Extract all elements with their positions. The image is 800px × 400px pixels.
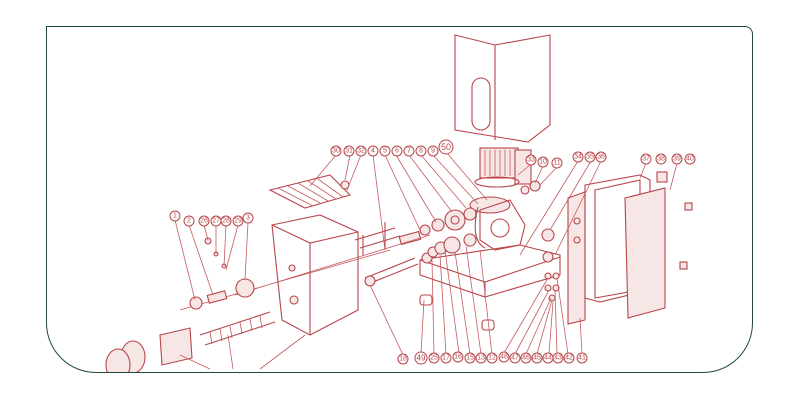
gearbox xyxy=(469,196,526,251)
part-label: 11 xyxy=(551,157,563,169)
part-label: 5 xyxy=(379,145,391,157)
svg-text:38: 38 xyxy=(657,156,665,163)
front-hopper xyxy=(271,214,359,336)
svg-text:42: 42 xyxy=(565,355,573,362)
part-label: 17 xyxy=(440,352,452,364)
part-label: 41 xyxy=(576,352,588,364)
svg-text:32: 32 xyxy=(357,148,365,155)
svg-text:44: 44 xyxy=(544,355,552,362)
svg-text:41: 41 xyxy=(578,355,586,362)
part-labels: 1 2 26 27 28 29 3 30 31 32 4 5 6 7 8 9 5… xyxy=(169,139,696,365)
svg-text:12: 12 xyxy=(488,355,496,362)
shaft-assembly xyxy=(354,180,541,287)
part-label: 38 xyxy=(655,153,667,165)
svg-text:40: 40 xyxy=(686,156,694,163)
svg-text:18: 18 xyxy=(399,356,407,363)
svg-text:30: 30 xyxy=(332,148,340,155)
svg-text:35: 35 xyxy=(586,154,594,161)
part-label: 31 xyxy=(343,145,355,157)
svg-text:43: 43 xyxy=(554,355,562,362)
part-label: 28 xyxy=(220,215,232,227)
svg-text:17: 17 xyxy=(442,355,450,362)
svg-text:37: 37 xyxy=(642,156,650,163)
part-label: 13 xyxy=(475,352,487,364)
svg-text:29: 29 xyxy=(234,218,242,225)
part-label: 37 xyxy=(640,153,652,165)
part-label: 25 xyxy=(428,352,440,364)
part-label: 27 xyxy=(210,215,222,227)
part-label: 29 xyxy=(232,215,244,227)
svg-text:6: 6 xyxy=(395,148,399,155)
svg-text:1: 1 xyxy=(173,213,177,220)
svg-text:11: 11 xyxy=(553,160,560,167)
svg-text:28: 28 xyxy=(222,218,230,225)
part-label: 1 xyxy=(169,210,181,222)
svg-text:4: 4 xyxy=(371,148,375,155)
part-label: 50 xyxy=(438,139,454,155)
svg-text:8: 8 xyxy=(419,148,423,155)
grid-tray xyxy=(268,174,352,209)
part-label: 2 xyxy=(183,215,195,227)
part-label: 34 xyxy=(572,151,584,163)
svg-text:47: 47 xyxy=(511,355,519,362)
svg-text:25: 25 xyxy=(430,355,438,362)
part-label: 12 xyxy=(486,352,498,364)
part-label: 48 xyxy=(498,351,510,363)
svg-text:45: 45 xyxy=(533,355,541,362)
svg-text:33: 33 xyxy=(527,157,535,164)
part-label: 8 xyxy=(415,145,427,157)
svg-text:34: 34 xyxy=(574,154,582,161)
part-label: 45 xyxy=(531,352,543,364)
svg-text:27: 27 xyxy=(212,218,220,225)
svg-text:46: 46 xyxy=(522,355,530,362)
svg-text:7: 7 xyxy=(407,148,411,155)
part-label: 32 xyxy=(355,145,367,157)
motor xyxy=(474,147,532,188)
part-label: 36 xyxy=(595,151,607,163)
svg-text:39: 39 xyxy=(673,156,681,163)
svg-text:26: 26 xyxy=(200,218,208,225)
control-cabinet xyxy=(541,171,693,325)
base-box xyxy=(419,244,561,331)
part-label: 9 xyxy=(427,145,439,157)
auger-parts xyxy=(105,234,431,372)
part-label: 33 xyxy=(525,154,537,166)
part-label: 39 xyxy=(671,153,683,165)
svg-text:9: 9 xyxy=(431,148,435,155)
svg-text:3: 3 xyxy=(246,215,250,222)
svg-text:10: 10 xyxy=(539,159,547,166)
part-label: 10 xyxy=(537,156,549,168)
svg-text:31: 31 xyxy=(345,148,353,155)
part-label: 49 xyxy=(414,351,428,365)
part-label: 3 xyxy=(242,212,254,224)
part-label: 7 xyxy=(403,145,415,157)
part-label: 42 xyxy=(563,352,575,364)
part-label: 44 xyxy=(542,352,554,364)
svg-text:50: 50 xyxy=(441,142,451,152)
part-label: 6 xyxy=(391,145,403,157)
svg-text:13: 13 xyxy=(477,355,485,362)
diagram-frame xyxy=(46,26,753,373)
svg-text:36: 36 xyxy=(597,154,605,161)
part-label: 43 xyxy=(552,352,564,364)
svg-text:2: 2 xyxy=(187,218,191,225)
part-label: 16 xyxy=(452,351,464,363)
leader-lines xyxy=(174,151,678,370)
part-label: 46 xyxy=(520,352,532,364)
svg-text:49: 49 xyxy=(417,354,426,363)
svg-text:15: 15 xyxy=(466,355,474,362)
part-label: 40 xyxy=(684,153,696,165)
svg-text:16: 16 xyxy=(454,354,462,361)
part-label: 15 xyxy=(464,352,476,364)
svg-text:5: 5 xyxy=(383,148,387,155)
part-label: 47 xyxy=(509,352,521,364)
part-label: 4 xyxy=(367,145,379,157)
part-label: 30 xyxy=(330,145,342,157)
upper-hopper xyxy=(454,34,551,143)
part-label: 26 xyxy=(198,215,210,227)
svg-text:48: 48 xyxy=(500,354,508,361)
part-label: 18 xyxy=(397,353,409,365)
part-label: 35 xyxy=(584,151,596,163)
